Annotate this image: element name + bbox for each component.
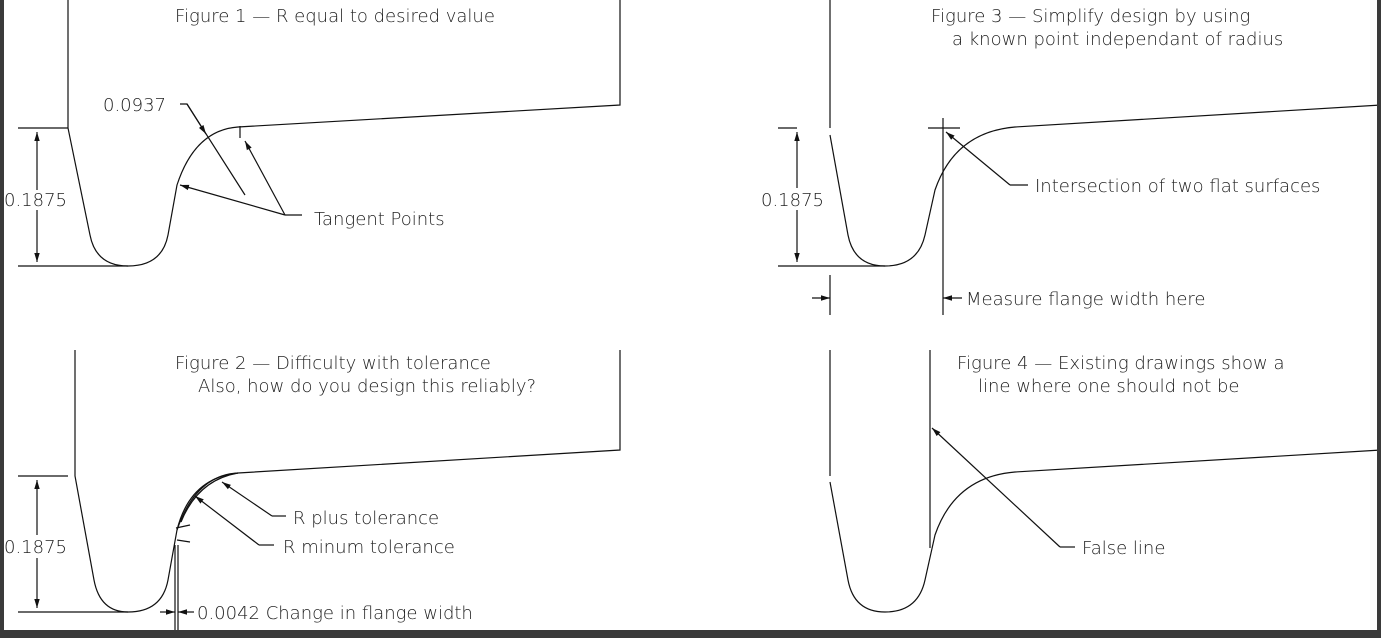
figure-2-subtitle: Also, how do you design this reliably? bbox=[198, 376, 536, 397]
r-plus-tolerance-label: R plus tolerance bbox=[293, 508, 439, 529]
height-dimension: 0.1875 bbox=[4, 537, 67, 558]
figure-3-title: Figure 3 — Simplify design by using bbox=[931, 6, 1250, 27]
flange-width-change-label: 0.0042 Change in flange width bbox=[197, 603, 473, 624]
part-profile bbox=[829, 104, 1377, 267]
intersection-label: Intersection of two flat surfaces bbox=[1035, 176, 1320, 197]
figure-4: Figure 4 — Existing drawings show a line… bbox=[829, 350, 1377, 613]
radius-dimension: 0.0937 bbox=[103, 95, 166, 116]
height-dimension: 0.1875 bbox=[4, 190, 67, 211]
figure-3-subtitle: a known point independant of radius bbox=[952, 29, 1283, 50]
r-minimum-tolerance-label: R minum tolerance bbox=[283, 537, 455, 558]
figure-2: Figure 2 — Difficulty with tolerance Als… bbox=[4, 350, 621, 630]
dimension-lines bbox=[18, 127, 128, 267]
part-profile bbox=[67, 0, 621, 267]
height-dimension: 0.1875 bbox=[761, 190, 824, 211]
figure-4-title: Figure 4 — Existing drawings show a bbox=[957, 353, 1285, 374]
figure-4-subtitle: line where one should not be bbox=[978, 376, 1239, 397]
technical-drawing: Figure 1 — R equal to desired value 0.18… bbox=[4, 0, 1377, 630]
figure-3: Figure 3 — Simplify design by using a kn… bbox=[761, 0, 1377, 315]
measure-flange-label: Measure flange width here bbox=[966, 289, 1206, 310]
figure-2-title: Figure 2 — Difficulty with tolerance bbox=[175, 353, 491, 374]
figure-1-title: Figure 1 — R equal to desired value bbox=[175, 6, 495, 27]
figure-1: Figure 1 — R equal to desired value 0.18… bbox=[4, 0, 621, 267]
false-line-label: False line bbox=[1082, 538, 1165, 559]
tangent-points-label: Tangent Points bbox=[314, 209, 445, 230]
part-profile bbox=[829, 449, 1377, 613]
